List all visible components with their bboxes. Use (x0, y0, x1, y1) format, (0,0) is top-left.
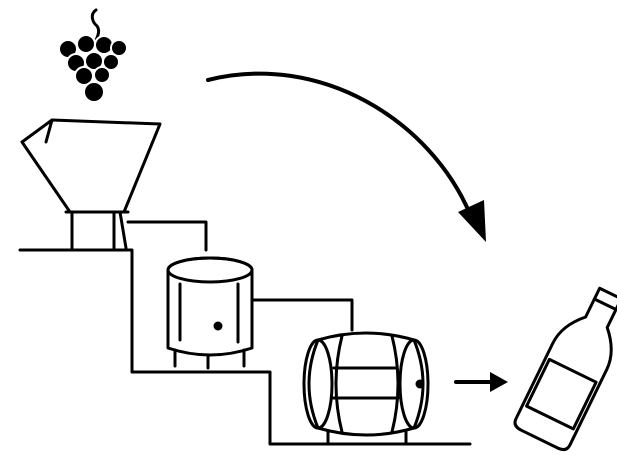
wine-bottle-icon (512, 280, 617, 452)
fermentation-vat-icon (168, 258, 252, 368)
pipe-press-to-vat (128, 222, 206, 250)
oak-barrel-icon (304, 333, 428, 444)
hopper-press-icon (22, 120, 160, 248)
grape-bunch-icon (59, 10, 127, 102)
pipe-vat-to-barrel (252, 300, 352, 330)
curved-process-arrow (208, 74, 486, 242)
arrow-barrel-to-bottle (456, 372, 508, 392)
